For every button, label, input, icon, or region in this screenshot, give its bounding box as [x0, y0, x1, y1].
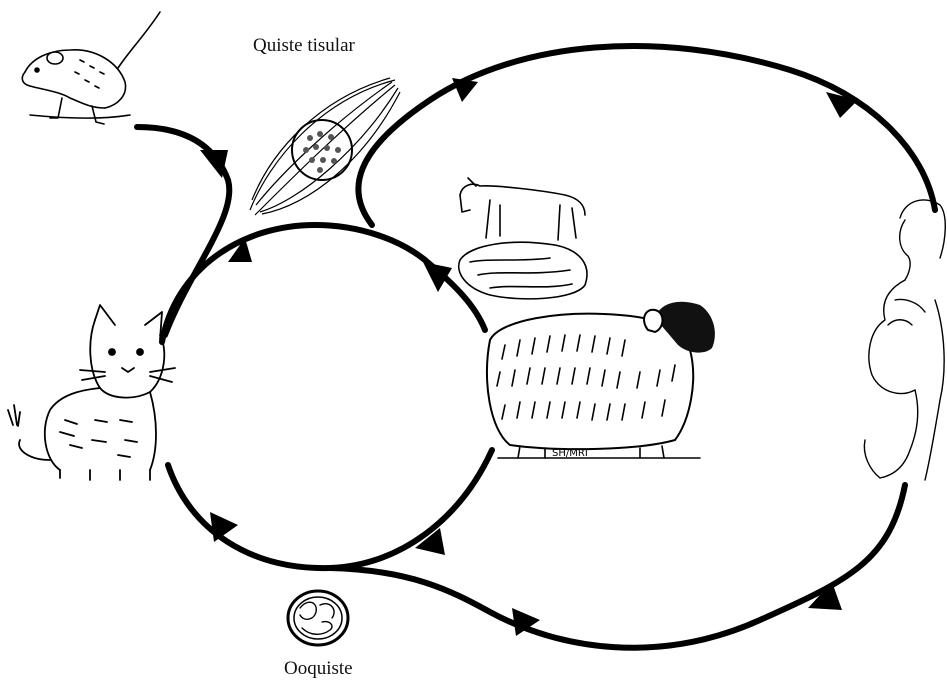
sheep-icon [487, 302, 715, 458]
pregnant-woman-icon [864, 200, 945, 480]
sheep-signature: SH/MRI [552, 448, 588, 459]
tissue-cyst-label: Quiste tisular [253, 35, 355, 57]
arrowhead-outer-top-left [452, 78, 478, 102]
outer-bottom-arc [330, 485, 905, 648]
cat-to-top-arc [162, 225, 425, 342]
goat-meat-icon [459, 178, 587, 299]
oocyst-label: Ooquiste [284, 658, 353, 680]
outer-top-arc [358, 46, 935, 225]
mouse-icon [22, 12, 160, 124]
oocyst-icon [288, 591, 348, 645]
cat-icon [8, 305, 175, 480]
